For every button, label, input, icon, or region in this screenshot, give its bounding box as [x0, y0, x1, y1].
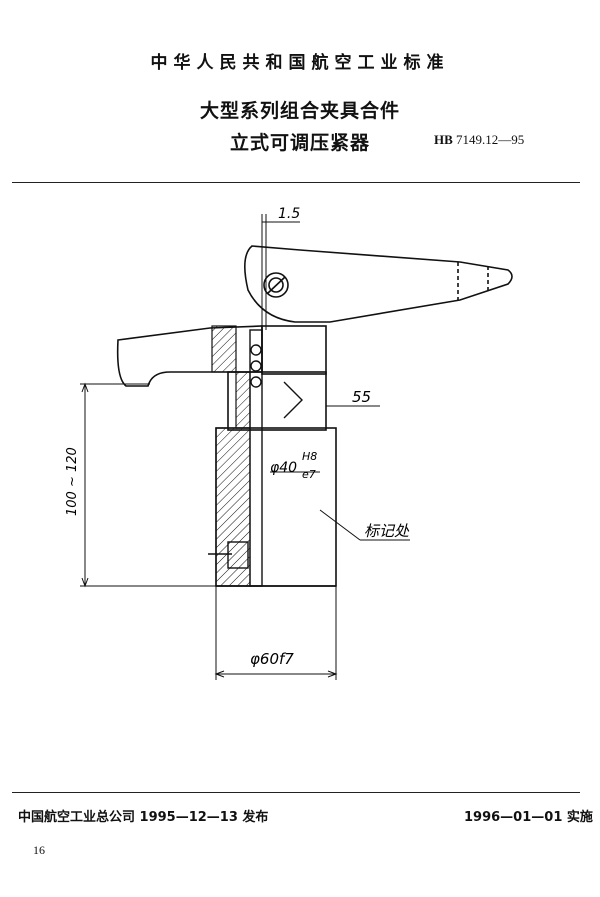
set-screw: [227, 541, 249, 569]
upper-block: [261, 325, 327, 375]
dim-arrows-height: [81, 382, 89, 588]
section-hatch-top: [211, 325, 237, 373]
section-hatch-bottom: [215, 427, 251, 587]
pivot-pin-slot: [267, 276, 286, 294]
spindle: [249, 329, 263, 587]
document-title-line1: 大型系列组合夹具合件: [199, 100, 400, 122]
standard-body-title: 中华人民共和国航空工业标准: [150, 53, 450, 73]
note-mark-location: 标记处: [364, 522, 410, 540]
standard-prefix: HB: [434, 132, 453, 147]
fit-upper: H8: [302, 450, 317, 463]
pivot-pin: [263, 272, 289, 298]
footer-divider: [12, 792, 580, 793]
fit-lower: e7: [302, 468, 316, 481]
middle-body: [227, 371, 327, 431]
dim-arrows-base: [214, 670, 338, 678]
ball: [250, 376, 262, 388]
cam-notch: [283, 381, 303, 419]
section-hatch-mid: [235, 371, 251, 429]
technical-drawing: 1.5 55 φ40 H8 e7 100 ~ 120 φ60f7 标记处: [65, 206, 513, 680]
pivot-pin-inner: [268, 277, 284, 293]
standard-number-value: 7149.12—95: [456, 132, 525, 147]
dim-right-text: 55: [352, 388, 371, 406]
ball: [250, 360, 262, 372]
effective-date: 1996—01—01 实施: [464, 810, 593, 825]
issuer-line: 中国航空工业总公司 1995—12—13 发布: [18, 810, 269, 825]
dim-height-text: 100 ~ 120: [65, 447, 80, 516]
dim-fit-diameter: φ40: [270, 460, 297, 476]
dim-base-diameter: φ60f7: [250, 650, 294, 668]
ball: [250, 344, 262, 356]
document-title-line2: 立式可调压紧器: [229, 132, 370, 154]
standard-number: HB 7149.12—95: [434, 132, 524, 148]
page-number: 16: [33, 843, 45, 857]
dim-top-text: 1.5: [278, 206, 300, 222]
header-divider: [12, 182, 580, 183]
note-leader: [319, 509, 361, 541]
lever-handle: [244, 245, 513, 323]
